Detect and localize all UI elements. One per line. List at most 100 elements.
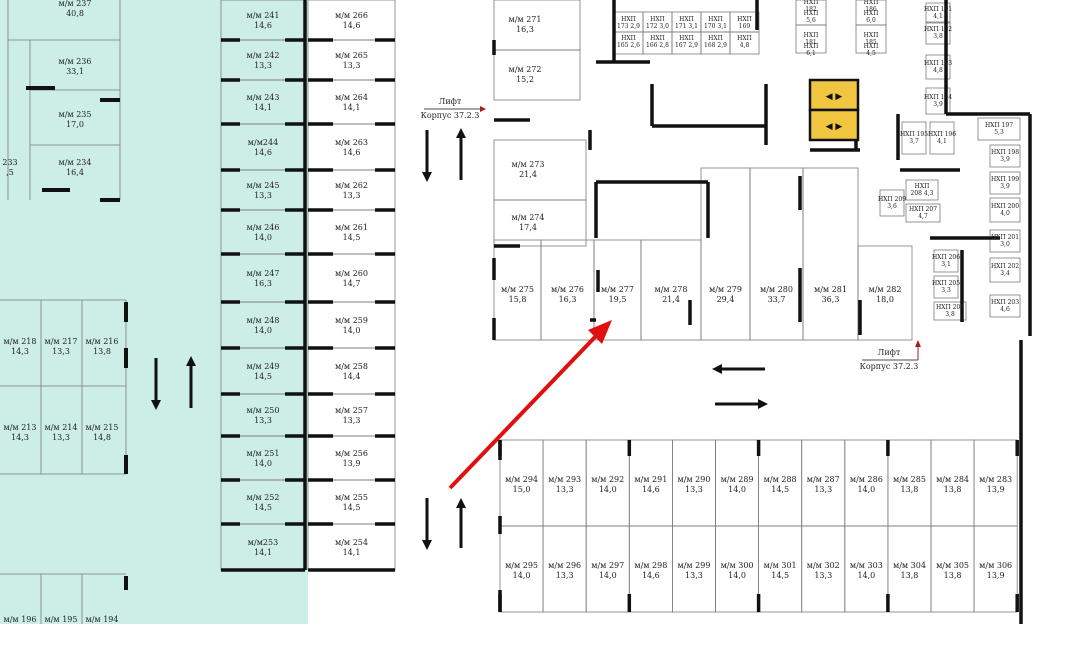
space-number: м/м 287 xyxy=(807,475,840,484)
storage-unit[interactable] xyxy=(925,21,951,45)
storage-unit[interactable] xyxy=(925,2,951,24)
space-number: м/м 246 xyxy=(247,223,280,232)
storage-unit[interactable] xyxy=(989,171,1021,195)
space-number: м/м 241 xyxy=(247,11,280,20)
space-number: м/м 292 xyxy=(591,475,624,484)
space-area: 181 xyxy=(805,39,816,46)
parking-space-sold[interactable] xyxy=(749,167,804,341)
parking-space[interactable] xyxy=(307,393,396,437)
storage-unit[interactable] xyxy=(933,249,959,273)
parking-space[interactable] xyxy=(493,139,587,201)
space-area: 13,3 xyxy=(814,571,832,580)
storage-unit[interactable] xyxy=(977,117,1021,141)
parking-space[interactable] xyxy=(493,49,581,101)
parking-space[interactable] xyxy=(307,253,396,303)
parking-space[interactable] xyxy=(307,39,396,81)
space-number: м/м 250 xyxy=(247,406,280,415)
space-area: 3,1 xyxy=(941,261,951,268)
space-area: 6,0 xyxy=(866,17,876,24)
storage-unit[interactable] xyxy=(729,31,760,55)
storage-unit[interactable] xyxy=(905,203,941,223)
storage-unit[interactable] xyxy=(925,54,951,80)
space-number: м/м 276 xyxy=(551,285,584,294)
storage-unit[interactable] xyxy=(989,197,1021,223)
storage-unit[interactable] xyxy=(905,179,939,201)
space-area: 14,0 xyxy=(599,571,617,580)
space-area: 173 2,9 xyxy=(617,23,640,30)
storage-unit[interactable] xyxy=(989,229,1021,253)
space-area: 14,0 xyxy=(728,485,746,494)
storage-unit[interactable] xyxy=(929,121,955,155)
space-number: НХП 197 xyxy=(985,122,1013,129)
storage-unit[interactable] xyxy=(901,121,927,155)
space-area: 3,3 xyxy=(941,287,951,294)
svg-text:◀ ▶: ◀ ▶ xyxy=(826,92,843,102)
parking-space[interactable] xyxy=(973,525,1018,613)
space-area: 14,0 xyxy=(513,571,531,580)
space-area: 14,1 xyxy=(343,103,361,112)
storage-unit[interactable] xyxy=(925,87,951,115)
storage-unit[interactable] xyxy=(933,301,967,321)
parking-space[interactable] xyxy=(307,79,396,125)
space-area: 14,5 xyxy=(343,503,361,512)
space-area: 13,3 xyxy=(343,191,361,200)
space-area: 13,3 xyxy=(254,191,272,200)
parking-space[interactable] xyxy=(307,523,396,571)
space-number: м/м 300 xyxy=(721,561,754,570)
space-area: 14,0 xyxy=(599,485,617,494)
space-area: 13,3 xyxy=(685,571,703,580)
space-number: НХП 199 xyxy=(991,176,1019,183)
space-area: 13,3 xyxy=(685,485,703,494)
space-area: 16,3 xyxy=(254,279,272,288)
elevator-marker-top: Лифт Корпус 37.2.3 xyxy=(421,97,486,120)
space-number: м/м 301 xyxy=(764,561,797,570)
space-number: м/м 278 xyxy=(655,285,688,294)
parking-space[interactable] xyxy=(307,169,396,211)
left-zone-walls xyxy=(26,86,128,590)
space-area: 13,8 xyxy=(944,485,962,494)
parking-space[interactable] xyxy=(493,0,581,51)
storage-unit[interactable] xyxy=(879,189,905,217)
space-area: 14,4 xyxy=(343,372,361,381)
space-area: 16,3 xyxy=(516,25,534,34)
storage-unit[interactable] xyxy=(855,24,887,54)
space-number: м/м 256 xyxy=(335,449,368,458)
storage-unit[interactable] xyxy=(933,275,959,299)
parking-space-sold[interactable] xyxy=(802,167,859,341)
space-area: 3,7 xyxy=(909,138,919,145)
space-area: 168 2,9 xyxy=(704,42,727,49)
space-area: 14,7 xyxy=(343,279,361,288)
space-number: м/м 304 xyxy=(893,561,926,570)
space-number: м/м 263 xyxy=(335,138,368,147)
space-area: 169 xyxy=(739,23,751,30)
parking-space[interactable] xyxy=(307,209,396,255)
space-area: 13,3 xyxy=(254,416,272,425)
storage-unit[interactable] xyxy=(989,144,1021,168)
parking-space[interactable] xyxy=(307,347,396,395)
space-number: м/м 260 xyxy=(335,269,368,278)
space-area: 14,0 xyxy=(343,326,361,335)
parking-space[interactable] xyxy=(307,123,396,171)
space-number: НХП 206 xyxy=(932,254,960,261)
space-number: НХП xyxy=(864,10,879,17)
parking-space-sold[interactable] xyxy=(857,245,913,341)
space-number: НХП xyxy=(679,16,694,23)
parking-space[interactable] xyxy=(307,0,396,41)
space-number: м/м 216 xyxy=(86,337,119,346)
space-area: 13,8 xyxy=(901,485,919,494)
space-area: 33,1 xyxy=(66,67,84,76)
storage-unit[interactable] xyxy=(989,257,1021,283)
space-area: 14,8 xyxy=(93,433,111,442)
parking-space[interactable] xyxy=(307,479,396,525)
parking-space[interactable] xyxy=(307,435,396,481)
storage-unit[interactable] xyxy=(989,294,1021,318)
space-number: НХП 195 xyxy=(900,131,928,138)
storage-unit[interactable] xyxy=(795,24,827,54)
space-number: м/м 249 xyxy=(247,362,280,371)
space-area: ,5 xyxy=(6,168,14,177)
space-area: 40,8 xyxy=(66,9,84,18)
parking-space[interactable] xyxy=(493,199,587,247)
space-area: 14,0 xyxy=(254,233,272,242)
space-number: м/м 296 xyxy=(548,561,581,570)
parking-space[interactable] xyxy=(307,301,396,349)
